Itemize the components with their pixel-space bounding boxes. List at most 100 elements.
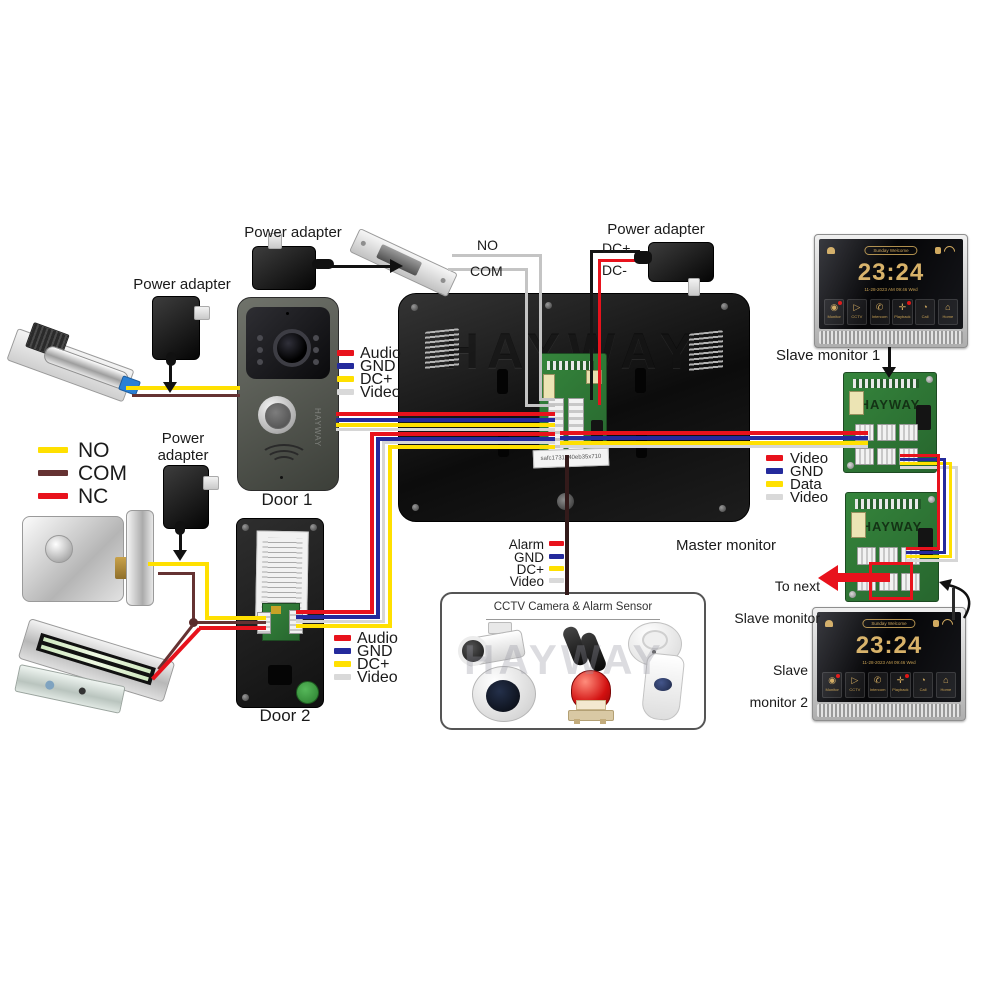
to-next-slave-label: To next Slave monitor — [726, 562, 820, 626]
cctv-panel-title: CCTV Camera & Alarm Sensor — [493, 601, 653, 613]
monitor-bottom-trim — [817, 704, 961, 717]
legend-swatch-alarm — [549, 541, 564, 546]
screw — [412, 504, 419, 511]
legend-swatch-video — [337, 389, 354, 395]
legend-label-alarm: Alarm — [508, 537, 544, 552]
ir-led — [313, 347, 319, 353]
legend-label-video: Video — [360, 384, 401, 401]
screw — [242, 694, 249, 701]
wire-no-gray — [539, 254, 542, 401]
maglock-coil — [42, 636, 152, 674]
wire-rim-yellow — [205, 562, 209, 620]
vent-left — [425, 328, 459, 370]
notification-dot — [904, 674, 909, 678]
wire-bus-data — [560, 441, 868, 445]
pcb-brand-text: HAYWAY — [859, 396, 921, 412]
arrow-adapter-left-down — [169, 360, 172, 384]
monitor-icon: ◉ — [823, 675, 841, 685]
serial-text: safc1731740eb35x710 — [540, 453, 602, 463]
legend-label-video1: Video — [790, 450, 829, 467]
tile-intercom: ✆Intercom — [869, 299, 890, 325]
vent-right — [689, 330, 723, 372]
wire-door2-audio — [296, 610, 374, 614]
door2-label: Door 2 — [259, 706, 311, 725]
wire-rim-yellow — [148, 562, 209, 566]
wire-door2-video — [382, 441, 385, 623]
wire-door1-audio — [336, 412, 555, 416]
adapter-cord — [634, 251, 652, 264]
arrow-head-down — [882, 367, 896, 378]
power-adapter-left — [152, 296, 200, 360]
plug-prong — [194, 306, 210, 320]
tile-label: Monitor — [825, 314, 843, 319]
wire-loop-gnd — [943, 458, 946, 554]
pcb-brand-text: HAYWAY — [861, 518, 923, 534]
siren-base — [568, 710, 614, 721]
legend-swatch-gnd — [337, 363, 354, 369]
legend-swatch-gnd — [549, 554, 564, 559]
legend-swatch-com — [38, 470, 68, 476]
brand-side-text: HAYWAY — [313, 408, 322, 448]
adapter-cord — [175, 521, 185, 535]
legend-swatch-gnd — [334, 648, 351, 654]
plug-prong — [203, 476, 219, 490]
wire-loop-video2 — [906, 559, 958, 562]
ir-led — [313, 359, 319, 365]
wire-door2-audio — [370, 432, 555, 436]
wire-loop-video2 — [900, 466, 958, 469]
door2-pcb — [257, 603, 303, 641]
wire-bus-gnd — [560, 436, 868, 440]
ir-led — [257, 347, 263, 353]
wire-com-brown — [192, 621, 266, 624]
alarm-siren — [562, 668, 618, 724]
cctv-icon: ▷ — [848, 302, 866, 312]
tile-label: Call — [916, 314, 934, 319]
pcb-pins — [546, 360, 595, 371]
tile-label: Playback — [893, 314, 911, 319]
pcb-relay — [543, 373, 556, 400]
cctv-icon: ▷ — [846, 675, 864, 685]
legend-label-audio: Audio — [360, 345, 401, 362]
master-monitor-device: HAYWAY safc1731740eb35x710 — [398, 293, 750, 522]
adapter-cord — [166, 352, 176, 366]
wire-loop-gnd — [900, 458, 946, 461]
wire-door2-gnd — [376, 437, 555, 441]
pcb-hole — [849, 591, 856, 598]
wire-junction-dot — [189, 618, 198, 627]
screw — [310, 524, 317, 531]
wire-com-gray — [525, 404, 555, 407]
screen-datetime: 11-28-2023 AM 09:46 Wed — [819, 287, 963, 292]
legend-label-gnd: GND — [360, 358, 396, 375]
dome-lens — [486, 680, 520, 712]
curved-arrow-to-board2 — [939, 579, 971, 619]
power-adapter-mid — [163, 465, 209, 529]
wire-com-brown — [192, 572, 195, 624]
wire-door1-video — [336, 428, 555, 431]
wire-door2-dc — [388, 445, 392, 627]
arrow-head-down — [163, 382, 177, 393]
arrow-adapter-to-strike — [330, 265, 390, 268]
legend-label-gnd: GND — [357, 643, 393, 660]
pcb-connector — [877, 448, 896, 466]
to-next-line1: To next — [774, 578, 820, 595]
power-adapter-label-right: Power adapter — [607, 221, 705, 238]
tile-label: Call — [914, 687, 932, 692]
tile-label: Intercom — [871, 314, 889, 319]
wire-door2-gnd — [376, 437, 380, 619]
legend-label-nc: NC — [78, 485, 109, 508]
slot — [498, 432, 509, 457]
power-adapter-label-mid: Power adapter — [157, 430, 209, 465]
bullet-camera — [452, 622, 532, 686]
rim-strike-piece — [126, 510, 154, 606]
legend-swatch-dc — [334, 661, 351, 667]
next-slave-arrow-head — [818, 565, 838, 591]
legend-label-dc: DC+ — [516, 562, 544, 577]
wire-no-gray — [539, 398, 555, 401]
wire-loop-data — [900, 462, 952, 465]
legend-swatch-gnd — [766, 468, 783, 474]
wire-door1-dc — [336, 423, 555, 427]
pcb-connector — [899, 424, 918, 442]
door1-label: Door 1 — [261, 490, 313, 509]
brand-watermark-cctv: HAYWAY — [464, 636, 665, 683]
camera-lens — [273, 329, 311, 367]
